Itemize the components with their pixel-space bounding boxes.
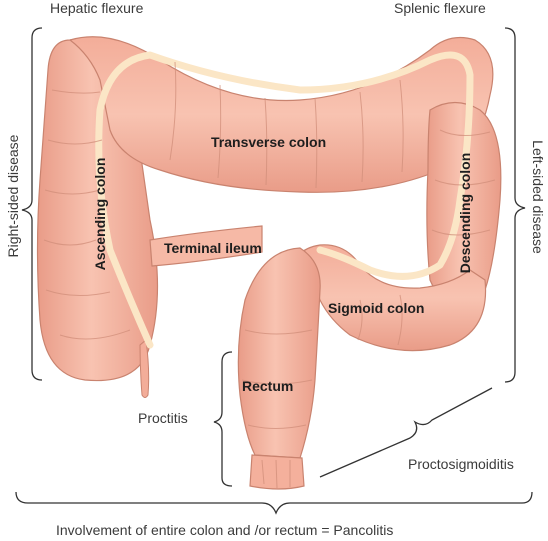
proctitis-label: Proctitis [138,410,188,426]
rectum-shape [237,247,321,459]
left-sided-bracket [504,27,526,383]
right-sided-bracket [21,27,43,381]
left-sided-disease-label: Left-sided disease [530,140,546,254]
rectum-label: Rectum [242,378,294,394]
pancolitis-bracket [15,491,533,515]
haustra-texture [43,61,496,489]
proctosigmoiditis-bracket [319,387,493,478]
hepatic-flexure-label: Hepatic flexure [50,0,144,16]
proctitis-bracket [213,351,233,487]
terminal-ileum-label: Terminal ileum [164,240,262,256]
ascending-colon-label: Ascending colon [92,157,108,271]
terminal-ileum-shape [149,225,263,267]
lumen-stripe [95,51,474,349]
proctosigmoiditis-label: Proctosigmoiditis [408,456,514,472]
appendix-shape [139,339,150,398]
transverse-colon-label: Transverse colon [211,134,327,150]
brackets [15,27,533,515]
descending-colon-label: Descending colon [457,152,473,274]
splenic-flexure-label: Splenic flexure [394,0,486,16]
sigmoid-colon-label: Sigmoid colon [328,300,425,316]
pancolitis-label: Involvement of entire colon and /or rect… [56,522,394,538]
right-sided-disease-label: Right-sided disease [5,134,21,258]
